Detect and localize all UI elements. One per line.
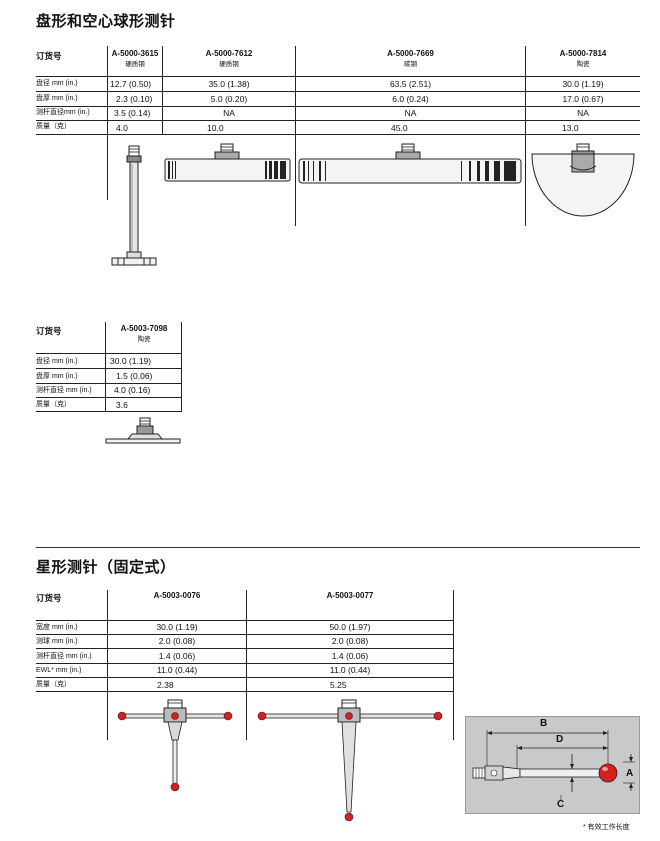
row-label-ewl: EWL* mm (in.): [36, 667, 82, 674]
product-material: 硬质钢: [219, 61, 239, 68]
value-cell: 2.3 (0.10): [116, 94, 153, 104]
row-label-stem-diameter: 测杆直径mm (in.): [36, 109, 90, 116]
product-code: A-5000-3615: [111, 49, 159, 58]
disc-stylus-7669-drawing: [298, 143, 522, 184]
value-cell: 30.0 (1.19): [110, 356, 152, 366]
product-material: 硬质钢: [125, 61, 145, 68]
disc-stylus-3615-drawing: [111, 145, 157, 266]
value-cell: 63.5 (2.51): [389, 79, 432, 89]
value-cell: 5.0 (0.20): [210, 94, 248, 104]
row-label-disc-diameter: 盘径 mm (in.): [36, 80, 78, 87]
dimension-label-c: C: [557, 799, 565, 810]
value-cell: 17.0 (0.67): [562, 94, 604, 104]
row-label-disc-thickness: 盘厚 mm (in.): [36, 95, 78, 102]
value-cell: 13.0: [562, 123, 579, 133]
section3-title: 星形测针（固定式）: [36, 559, 176, 576]
product-material: 碳钢: [404, 61, 417, 68]
section1-title: 盘形和空心球形测针: [36, 13, 176, 30]
footnote: * 有效工作长度: [583, 824, 630, 831]
value-cell: 12.7 (0.50): [110, 79, 152, 89]
value-cell: 11.0 (0.44): [156, 665, 198, 675]
value-cell: 6.0 (0.24): [392, 94, 429, 104]
value-cell: 30.0 (1.19): [562, 79, 604, 89]
value-cell: NA: [577, 108, 589, 118]
product-material: 陶瓷: [576, 61, 590, 68]
value-cell: 5.25: [330, 680, 347, 690]
value-cell: 30.0 (1.19): [156, 622, 198, 632]
product-code: A-5003-0077: [326, 591, 374, 600]
dimension-label-d: D: [556, 734, 564, 745]
value-cell: 35.0 (1.38): [208, 79, 250, 89]
row-label-disc-diameter: 盘径 mm (in.): [36, 358, 78, 365]
product-code: A-5003-7098: [120, 324, 168, 333]
row-label-disc-thickness: 盘厚 mm (in.): [36, 373, 78, 380]
section3-header-label: 订货号: [36, 593, 62, 603]
value-cell: NA: [404, 108, 417, 118]
dimension-label-a: A: [626, 768, 634, 779]
product-code: A-5000-7669: [387, 49, 434, 58]
product-code: A-5003-0076: [153, 591, 201, 600]
value-cell: 2.0 (0.08): [331, 636, 369, 646]
value-cell: 10.0: [207, 123, 224, 133]
disc-stylus-7612-drawing: [164, 143, 291, 182]
row-label-width: 宽度 mm (in.): [36, 624, 78, 631]
value-cell: 45.0: [391, 123, 408, 133]
value-cell: 1.4 (0.06): [158, 651, 196, 661]
row-label-stem-diameter: 测杆直径 mm (in.): [36, 653, 92, 660]
value-cell: 2.0 (0.08): [158, 636, 196, 646]
section1-header-label: 订货号: [36, 51, 62, 61]
value-cell: 2.38: [157, 680, 174, 690]
value-cell: 4.0: [116, 123, 128, 133]
product-code: A-5000-7814: [559, 49, 607, 58]
value-cell: 50.0 (1.97): [329, 622, 371, 632]
row-label-ball: 测球 mm (in.): [36, 638, 78, 645]
section2-header-label: 订货号: [36, 326, 62, 336]
dimension-diagram: [472, 730, 635, 800]
dimension-label-b: B: [540, 718, 548, 729]
hollow-ball-7814-drawing: [531, 143, 635, 217]
value-cell: 1.4 (0.06): [331, 651, 369, 661]
star-stylus-0077-drawing: [257, 699, 443, 822]
value-cell: 3.6: [116, 400, 128, 410]
row-label-mass: 质量（克）: [36, 681, 71, 688]
row-label-stem-diameter: 测杆直径 mm (in.): [36, 387, 92, 394]
product-material: 陶瓷: [137, 336, 151, 343]
value-cell: 1.5 (0.06): [116, 371, 153, 381]
row-label-mass: 质量（克）: [36, 123, 71, 130]
row-label-mass: 质量（克）: [36, 401, 71, 408]
value-cell: NA: [223, 108, 235, 118]
product-code: A-5000-7612: [205, 49, 253, 58]
star-stylus-0076-drawing: [117, 699, 233, 792]
value-cell: 4.0 (0.16): [114, 385, 151, 395]
value-cell: 11.0 (0.44): [329, 665, 371, 675]
value-cell: 3.5 (0.14): [114, 108, 151, 118]
thin-disc-7098-drawing: [105, 417, 181, 444]
